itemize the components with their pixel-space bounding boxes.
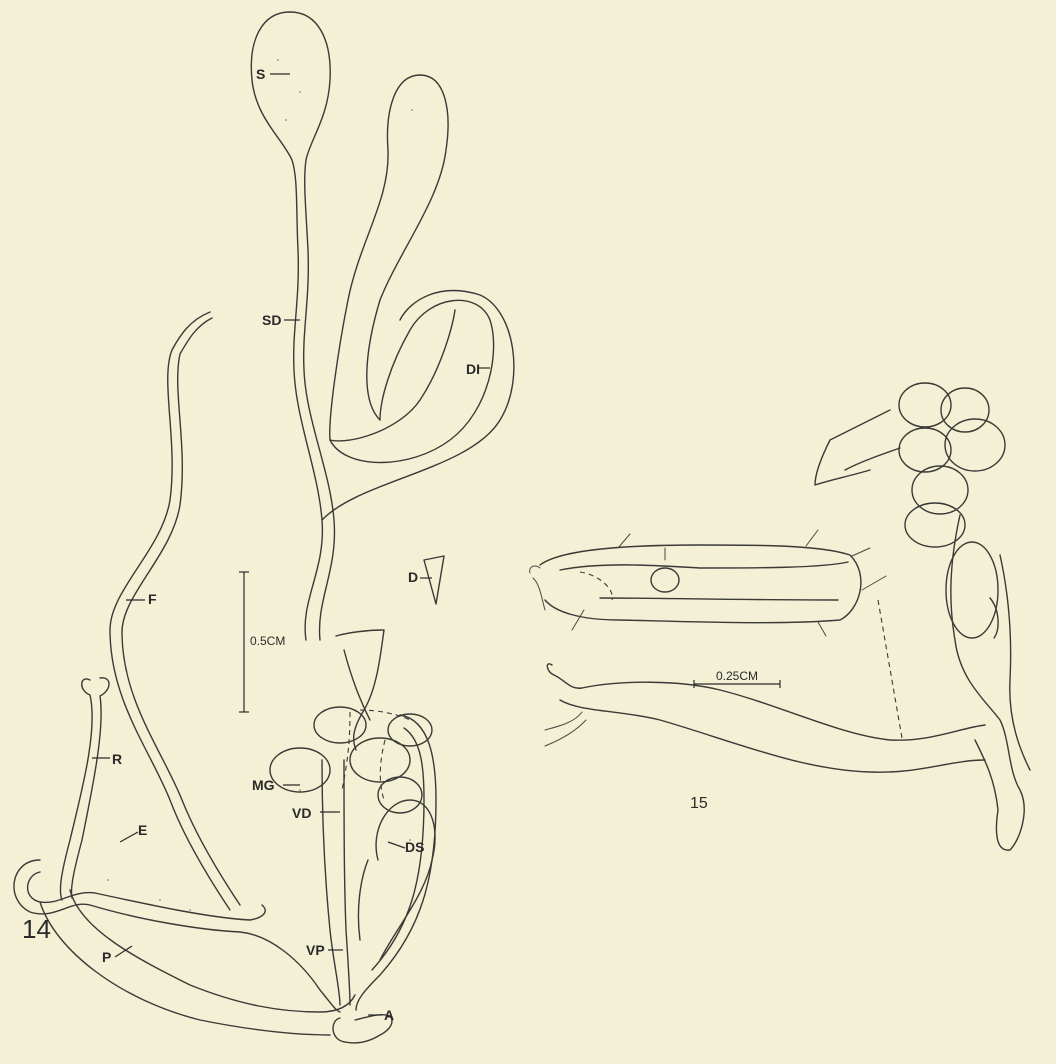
epiphallus [14, 860, 340, 1012]
fig15-connector [878, 600, 902, 738]
epiphallus-inner [28, 872, 266, 920]
spermathecal-duct-inner [290, 12, 334, 640]
vas-deferens-inner [344, 760, 350, 1005]
label-P: P [102, 949, 111, 965]
label-F: F [148, 591, 157, 607]
oviduct-upper-2 [344, 650, 370, 720]
retractor-inner [71, 678, 109, 898]
figure-number-14: 14 [22, 914, 51, 944]
label-SD: SD [262, 312, 281, 328]
outer-duct [356, 715, 436, 1010]
label-R: R [112, 751, 122, 767]
fig15-upper-tube [540, 545, 861, 623]
fig15-right-bulb [946, 542, 998, 638]
fig15-gland-lobes [899, 383, 1005, 547]
label-DI: DI [466, 361, 480, 377]
label-E: E [138, 822, 147, 838]
fig15-lower-tube-under [560, 700, 985, 772]
label-S: S [256, 66, 265, 82]
fig15-right-organ [951, 515, 1024, 850]
fig15-lower-tube [547, 664, 985, 740]
retractor [60, 679, 92, 900]
scale-bar-14: 0.5CM [239, 572, 285, 712]
scale-bar-14-label: 0.5CM [250, 634, 285, 648]
fig15-upper-knob [651, 568, 679, 592]
figure-14-drawing: 0.5CM S SD DI D F R MG VD E DS VP P A 14 [14, 12, 514, 1043]
label-A: A [384, 1007, 394, 1023]
label-MG: MG [252, 777, 275, 793]
dart-sac [376, 800, 435, 960]
fig15-upper-tube-inner [560, 562, 848, 570]
dart-sac-inner [358, 860, 368, 940]
dart [424, 556, 444, 604]
figure-15-drawing: 0.25CM 15 [530, 383, 1030, 850]
diverticulum-long [330, 75, 455, 441]
flagellum [110, 312, 230, 910]
fig15-cut-tube [815, 410, 900, 485]
diverticulum-loop [330, 300, 494, 462]
label-DS: DS [405, 839, 424, 855]
label-D: D [408, 569, 418, 585]
fig15-upper-tube-inner2 [600, 598, 838, 600]
label-VP: VP [306, 942, 325, 958]
scale-bar-15-label: 0.25CM [716, 669, 758, 683]
penis-outer [40, 902, 330, 1035]
vas-deferens [322, 760, 340, 1005]
fig15-right-organ-inner [1000, 555, 1030, 770]
mucous-gland [270, 707, 432, 813]
oviduct-upper [336, 630, 384, 750]
flagellum-inner [122, 318, 240, 905]
scale-bar-15: 0.25CM [694, 669, 780, 688]
fig15-lower-stub [545, 712, 586, 746]
figure-number-15: 15 [690, 795, 708, 812]
label-VD: VD [292, 805, 311, 821]
diverticulum-long-inner [367, 75, 448, 420]
diverticulum-loop-outer [322, 291, 514, 520]
